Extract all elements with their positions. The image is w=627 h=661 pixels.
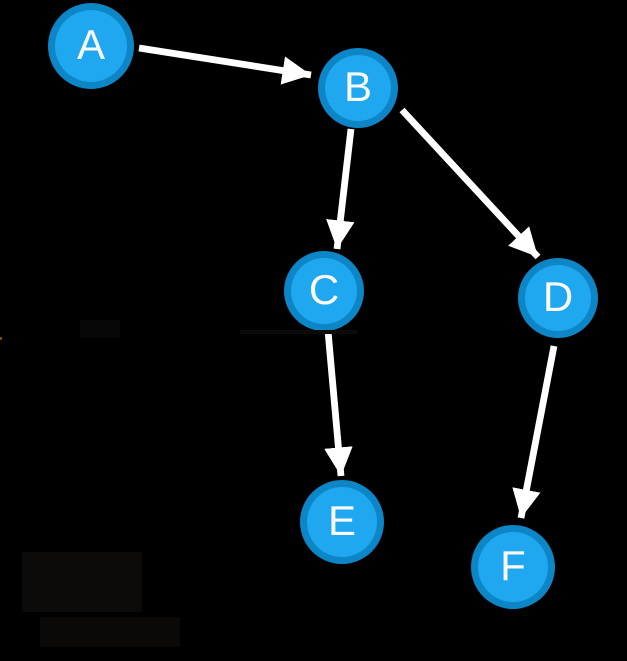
smudge [40,617,180,647]
node-label: B [343,63,372,110]
edge-B-D-arrow [399,107,541,260]
node-C[interactable]: C [284,251,364,331]
edge-C-E-arrow [324,330,353,477]
node-A[interactable]: A [48,3,134,89]
node-C-body: C [291,258,357,324]
node-D[interactable]: D [518,258,598,338]
node-label: C [308,266,340,313]
edge-B-C-arrow [326,128,355,250]
edge-A-B-arrow [138,44,312,85]
node-F-body: F [478,532,548,602]
node-E-body: E [307,487,377,557]
smudge [80,320,120,338]
stray-pixel [0,337,2,340]
smudge [22,552,142,612]
node-label: F [500,542,526,589]
node-B[interactable]: B [318,48,398,128]
node-A-body: A [55,10,127,82]
node-D-body: D [525,265,591,331]
smudge [240,330,358,334]
node-label: E [327,497,356,544]
node-label: D [542,273,574,320]
node-label: A [76,21,105,68]
node-E[interactable]: E [300,480,384,564]
node-F[interactable]: F [471,525,555,609]
edge-D-F-arrow [512,345,558,519]
node-B-body: B [325,55,391,121]
